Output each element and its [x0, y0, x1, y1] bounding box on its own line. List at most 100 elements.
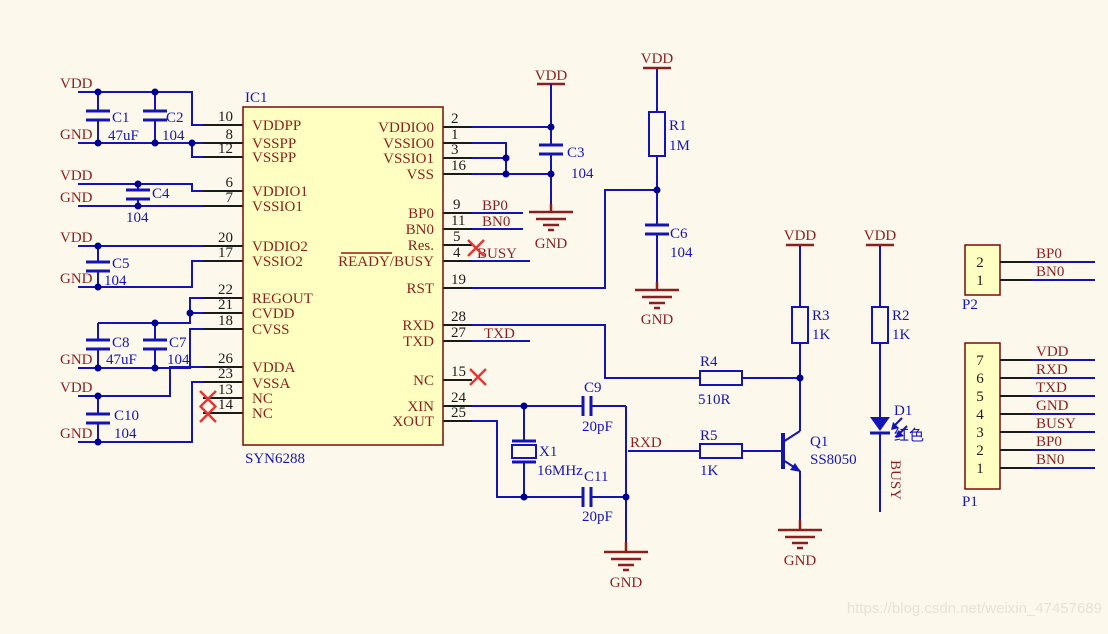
- d1-ref: D1: [894, 403, 912, 419]
- c7-ref: C7: [169, 335, 187, 351]
- resistor-r1: R1 1M: [648, 68, 690, 190]
- pin-name: VSSIO1: [383, 151, 434, 167]
- pin-number: 21: [218, 297, 233, 313]
- c8-value: 47uF: [106, 352, 137, 368]
- busy-net-label: BUSY: [477, 246, 517, 262]
- pin-name: NC: [413, 373, 434, 389]
- c11-ref: C11: [584, 469, 608, 485]
- pin-number: 25: [451, 405, 466, 421]
- vdd-label: VDD: [864, 228, 897, 244]
- p1-body: [964, 342, 1001, 490]
- r1-value: 1M: [669, 138, 690, 154]
- pin-name: RXD: [402, 318, 434, 334]
- rxd-net-label: RXD: [630, 435, 662, 451]
- vdd-label: VDD: [60, 230, 93, 246]
- gnd-label: GND: [535, 236, 568, 252]
- pin-name: XOUT: [392, 414, 434, 430]
- p1-pin: 5: [976, 389, 984, 405]
- pin-name: VDDIO0: [378, 120, 434, 136]
- txd-net-label: TXD: [484, 326, 515, 342]
- pin-number: 2: [451, 111, 459, 127]
- gnd-label: GND: [784, 553, 817, 569]
- r4-ref: R4: [700, 354, 718, 370]
- r5-value: 1K: [700, 463, 719, 479]
- vdd-port-c3: VDD: [535, 68, 568, 127]
- pin-name: NC: [252, 406, 273, 422]
- capacitor-c9: C9 20pF: [581, 380, 613, 435]
- capacitor-c1: C1 47uF: [86, 92, 139, 144]
- p1-pin: 3: [976, 425, 984, 441]
- led-triangle-icon: [870, 417, 890, 431]
- capacitor-c11: C11 20pF: [581, 469, 613, 525]
- pin-name: VSSIO0: [383, 136, 434, 152]
- c1-value: 47uF: [108, 128, 139, 144]
- c6-ref: C6: [670, 226, 688, 242]
- pin-number: 11: [451, 213, 465, 229]
- capacitor-c7: C7 104: [143, 323, 190, 368]
- pin-number: 4: [453, 245, 461, 261]
- transistor-q1: Q1 SS8050: [781, 430, 857, 520]
- pin-number: 10: [218, 109, 233, 125]
- gnd-label: GND: [60, 426, 93, 442]
- vdd-port-r3: VDD: [784, 228, 816, 247]
- c10-ref: C10: [114, 408, 139, 424]
- connector-p1: 7 6 5 4 3 2 1 VDD RXD TXD GND BUSY BP0 B…: [962, 342, 1095, 510]
- p1-net-label: GND: [1036, 398, 1069, 414]
- pin-number: 18: [218, 313, 233, 329]
- pin-name: VSSIO2: [252, 254, 303, 270]
- no-connect-marks: [199, 239, 487, 423]
- pin-number: 1: [451, 127, 459, 143]
- resistor-r4: R4 510R: [698, 354, 743, 408]
- c4-ref: C4: [152, 186, 170, 202]
- connector-p2: 2 1 BP0 BN0 P2: [962, 244, 1095, 313]
- c2-value: 104: [162, 128, 185, 144]
- nc-x-icon: [199, 405, 217, 423]
- vdd-label: VDD: [535, 68, 568, 84]
- c3-ref: C3: [567, 145, 585, 161]
- vdd-port-r2: VDD: [864, 228, 897, 247]
- c6-value: 104: [670, 245, 693, 261]
- p2-ref: P2: [962, 297, 978, 313]
- p1-pin: 7: [976, 353, 984, 369]
- gnd-label: GND: [60, 352, 93, 368]
- nc-x-icon: [469, 368, 487, 386]
- resistor-r2: R2 1K: [871, 245, 911, 417]
- p1-net-label: BP0: [1036, 434, 1062, 450]
- p2-net-label: BP0: [1036, 246, 1062, 262]
- p1-net-label: VDD: [1036, 344, 1069, 360]
- d1-color-note: 红色: [894, 427, 924, 444]
- nc-x-icon: [199, 390, 217, 408]
- led-d1: D1 红色 BUSY: [870, 403, 924, 500]
- pin-name: VSSPP: [252, 150, 296, 166]
- led-arrow-icon: [896, 430, 904, 438]
- bp0-net-label: BP0: [482, 198, 508, 214]
- r1-ref: R1: [669, 118, 687, 134]
- pin-number: 13: [218, 382, 233, 398]
- pin-name: XIN: [407, 399, 434, 415]
- c1-ref: C1: [112, 110, 130, 126]
- p1-net-label: TXD: [1036, 380, 1067, 396]
- pin-number: 7: [226, 190, 234, 206]
- capacitor-c2: C2 104: [143, 92, 185, 144]
- pin-name: Res.: [408, 238, 434, 254]
- pin-name: CVDD: [252, 306, 295, 322]
- gnd-symbol-xtal: GND: [604, 497, 648, 591]
- p1-pin: 1: [976, 461, 984, 477]
- resistor-r3: R3 1K: [791, 245, 831, 378]
- pin-name: VSSA: [252, 376, 291, 392]
- p1-pin: 2: [976, 443, 984, 459]
- gnd-label: GND: [60, 190, 93, 206]
- gnd-label: GND: [641, 312, 674, 328]
- gnd-symbol-c3: GND: [529, 174, 573, 252]
- c11-value: 20pF: [582, 509, 613, 525]
- pin-number: 3: [451, 142, 459, 158]
- pin-number: 23: [218, 366, 233, 382]
- pin-name: REGOUT: [252, 291, 313, 307]
- pin-number: 20: [218, 230, 233, 246]
- pin-name: VSSPP: [252, 136, 296, 152]
- x1-value: 16MHz: [537, 463, 583, 479]
- pin-number: 26: [218, 351, 234, 367]
- pin-number: 6: [226, 175, 234, 191]
- vdd-label: VDD: [60, 168, 93, 184]
